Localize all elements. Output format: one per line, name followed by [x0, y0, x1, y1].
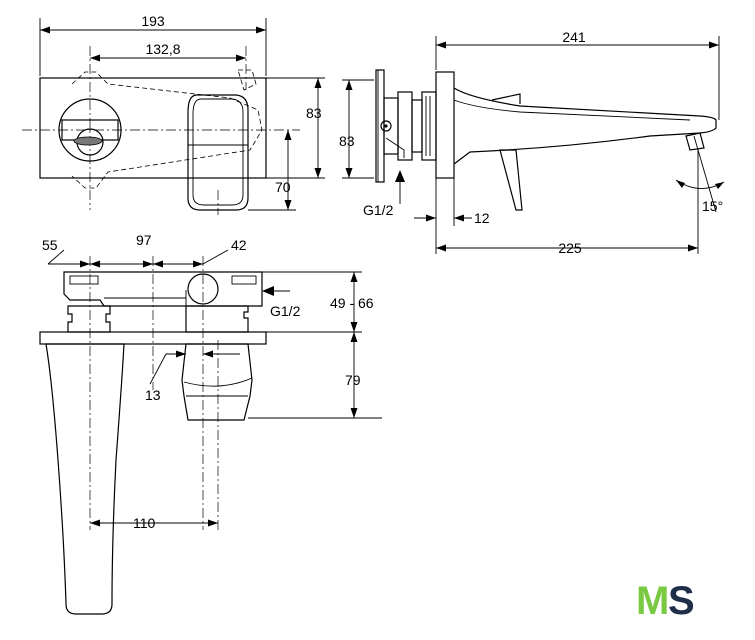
- top-handle-height-label: 79: [345, 372, 361, 388]
- side-spout-length-label: 225: [558, 240, 582, 256]
- svg-text:S: S: [668, 579, 695, 623]
- side-inlet-label: G1/2: [363, 202, 394, 218]
- top-right-offset-label: 42: [231, 237, 247, 253]
- top-view: 55 97 42 G1/2 49 - 66 79 13 110: [39, 232, 382, 615]
- side-offset-label: 12: [474, 210, 490, 226]
- front-view: 193 132,8 83 70: [22, 13, 325, 215]
- side-total-length-label: 241: [562, 29, 586, 45]
- top-left-offset-label: 55: [42, 237, 58, 253]
- side-plate-height-label: 83: [339, 133, 355, 149]
- top-body-depth-label: 13: [145, 387, 161, 403]
- side-view: 15° 83 G1/2 241 12 225: [339, 29, 725, 256]
- front-hole-spacing-label: 132,8: [145, 41, 180, 57]
- front-axis-height-label: 70: [275, 179, 291, 195]
- svg-text:M: M: [636, 579, 669, 623]
- top-spout-axis-label: 110: [133, 515, 156, 531]
- ms-logo: M S: [636, 579, 695, 623]
- side-angle-label: 15°: [702, 198, 723, 214]
- top-inlet-label: G1/2: [270, 303, 301, 319]
- front-width-label: 193: [141, 13, 165, 29]
- top-axis-spacing-label: 97: [136, 232, 152, 248]
- front-height-label: 83: [306, 105, 322, 121]
- top-depth-range-label: 49 - 66: [330, 295, 374, 311]
